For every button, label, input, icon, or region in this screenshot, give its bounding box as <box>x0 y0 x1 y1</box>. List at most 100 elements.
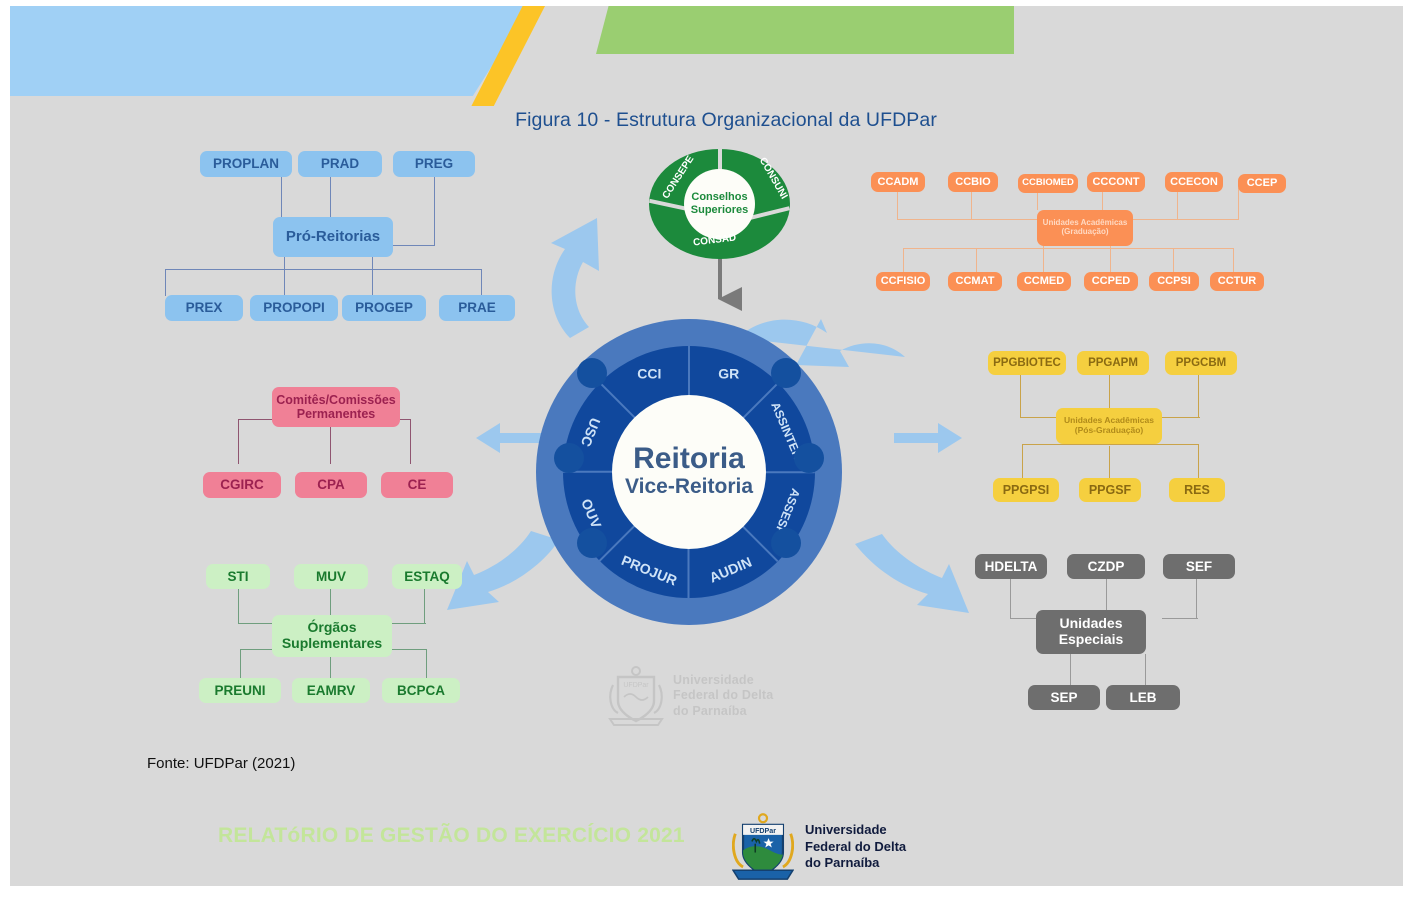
line-ccep <box>1238 188 1239 220</box>
box-comites-hub[interactable]: Comitês/Comissões Permanentes <box>272 387 400 427</box>
box-czdp[interactable]: CZDP <box>1067 554 1145 579</box>
box-ppgsf[interactable]: PPGSF <box>1079 478 1141 502</box>
line-cctur <box>1233 248 1234 272</box>
box-ppgcbm[interactable]: PPGCBM <box>1165 351 1237 375</box>
line-ccbio <box>971 188 972 220</box>
box-ccbiomed[interactable]: CCBIOMED <box>1018 174 1078 193</box>
box-ccfisio[interactable]: CCFISIO <box>876 272 930 291</box>
box-cccont[interactable]: CCCONT <box>1087 172 1145 192</box>
box-ccecon[interactable]: CCECON <box>1165 172 1223 192</box>
box-hdelta[interactable]: HDELTA <box>975 554 1047 579</box>
box-ce[interactable]: CE <box>381 472 453 498</box>
banner-green-shape <box>596 6 1014 54</box>
line-cccont <box>1102 188 1103 210</box>
box-ppgpsi[interactable]: PPGPSI <box>993 478 1059 502</box>
wheel-hub: Reitoria Vice-Reitoria <box>612 395 766 549</box>
line-ccadm <box>897 188 898 220</box>
line-sep <box>1070 654 1071 686</box>
box-orgaos-hub[interactable]: Órgãos Suplementares <box>272 615 392 657</box>
line-ppgpsi <box>1022 444 1023 478</box>
source-note: Fonte: UFDPar (2021) <box>147 755 296 772</box>
line-estaq-h <box>386 623 426 624</box>
wheel-dot-upper-left <box>577 358 607 388</box>
hub-reitoria-label: Reitoria <box>633 441 745 475</box>
watermark-text: Universidade Federal do Delta do Parnaíb… <box>673 673 773 719</box>
box-bcpca[interactable]: BCPCA <box>382 678 460 703</box>
line-cpa <box>330 411 331 464</box>
footer-logo-line2: Federal do Delta <box>805 838 907 854</box>
box-ppgapm[interactable]: PPGAPM <box>1077 351 1149 375</box>
box-propopi[interactable]: PROPOPI <box>250 295 338 321</box>
wheel-dot-lower-left <box>577 528 607 558</box>
line-czdp <box>1106 574 1107 610</box>
box-pos-graduacao-hub[interactable]: Unidades Acadêmicas (Pós-Graduação) <box>1056 408 1162 444</box>
box-cgirc[interactable]: CGIRC <box>203 472 281 498</box>
line-ppgapm <box>1109 370 1110 408</box>
watermark-logo: UFDPar Universidade Federal do Delta do … <box>608 661 840 731</box>
line-proreitorias-bus <box>165 269 481 270</box>
footer-logo-line1: Universidade <box>805 822 887 838</box>
box-ccmed[interactable]: CCMED <box>1017 272 1071 291</box>
councils-hub-line2: Superiores <box>690 204 749 216</box>
wheel-dot-lower-right <box>771 528 801 558</box>
ufdpar-crest-watermark-icon: UFDPar <box>608 666 664 726</box>
line-ppgbiotec-h <box>1020 417 1058 418</box>
box-res[interactable]: RES <box>1169 478 1225 502</box>
line-ccfisio <box>903 248 904 272</box>
box-prex[interactable]: PREX <box>165 295 243 321</box>
box-unidades-especiais-hub[interactable]: Unidades Especiais <box>1036 610 1146 654</box>
line-prex <box>165 269 166 296</box>
line-eamrv <box>330 651 331 680</box>
line-preg <box>434 174 435 246</box>
line-sef <box>1196 574 1197 619</box>
box-proplan[interactable]: PROPLAN <box>200 151 292 177</box>
line-graduacao-bus <box>903 248 1233 249</box>
line-muv <box>330 580 331 615</box>
box-cctur[interactable]: CCTUR <box>1210 272 1264 291</box>
box-sef[interactable]: SEF <box>1163 554 1235 579</box>
watermark-line1: Universidade <box>673 673 754 688</box>
box-leb[interactable]: LEB <box>1106 685 1180 710</box>
box-progep[interactable]: PROGEP <box>342 295 426 321</box>
footer-logo-text: Universidade Federal do Delta do Parnaíb… <box>805 822 906 872</box>
line-ppgcbm-h <box>1160 417 1200 418</box>
line-prad <box>330 174 331 217</box>
box-muv[interactable]: MUV <box>294 564 368 589</box>
ufdpar-crest-icon: UFDPar <box>732 813 794 880</box>
councils-hub-line1: Conselhos <box>691 191 748 204</box>
line-pos-bus <box>1022 444 1198 445</box>
box-prae[interactable]: PRAE <box>439 295 515 321</box>
box-cpa[interactable]: CPA <box>295 472 367 498</box>
box-sep[interactable]: SEP <box>1028 685 1100 710</box>
line-ccadm-h <box>897 219 1037 220</box>
watermark-line3: do Parnaíba <box>673 703 747 718</box>
line-proplan <box>281 174 282 246</box>
box-graduacao-hub[interactable]: Unidades Acadêmicas (Graduação) <box>1037 210 1133 246</box>
line-preg-h <box>391 245 435 246</box>
box-ccmat[interactable]: CCMAT <box>948 272 1002 291</box>
box-preg[interactable]: PREG <box>393 151 475 177</box>
reitoria-wheel[interactable]: Reitoria Vice-Reitoria CCI GR ASSINTER A… <box>536 319 842 625</box>
conselhos-superiores-circle[interactable]: Conselhos Superiores CONSEPE CONSUNI CON… <box>649 149 790 259</box>
box-ccep[interactable]: CCEP <box>1238 174 1286 193</box>
line-cgirc <box>238 419 239 464</box>
line-hdelta-h <box>1010 618 1046 619</box>
line-ccpsi <box>1173 248 1174 272</box>
box-prad[interactable]: PRAD <box>298 151 382 177</box>
box-ccbio[interactable]: CCBIO <box>948 172 998 192</box>
line-res <box>1198 444 1199 478</box>
box-ccadm[interactable]: CCADM <box>871 172 925 192</box>
councils-divider-top <box>718 149 722 173</box>
box-estaq[interactable]: ESTAQ <box>392 564 462 589</box>
line-sef-h <box>1162 618 1198 619</box>
box-sti[interactable]: STI <box>206 564 270 589</box>
line-ccbiomed <box>1037 188 1038 210</box>
box-ccpsi[interactable]: CCPSI <box>1149 272 1199 291</box>
box-pro-reitorias-hub[interactable]: Pró-Reitorias <box>273 217 393 257</box>
box-ppgbiotec[interactable]: PPGBIOTEC <box>988 351 1066 375</box>
box-preuni[interactable]: PREUNI <box>199 678 281 703</box>
line-ccmat <box>976 248 977 272</box>
box-eamrv[interactable]: EAMRV <box>292 678 370 703</box>
box-ccped[interactable]: CCPED <box>1084 272 1138 291</box>
